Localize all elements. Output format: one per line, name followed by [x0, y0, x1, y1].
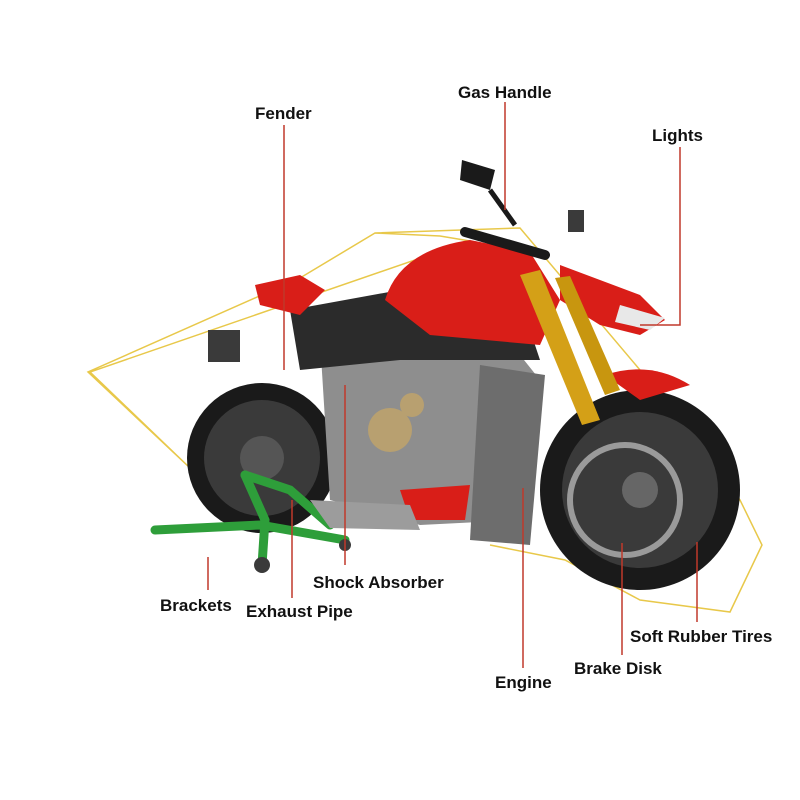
stand-wheel	[254, 557, 270, 573]
fender-label: Fender	[255, 104, 312, 123]
mirror	[460, 160, 495, 190]
mirror-stem	[487, 188, 518, 227]
gas-handle-label: Gas Handle	[458, 83, 552, 102]
engine-cover	[400, 393, 424, 417]
front-wheel	[540, 390, 740, 590]
brake-disk-label: Brake Disk	[574, 659, 662, 678]
exhaust-pipe-label: Exhaust Pipe	[246, 602, 353, 621]
headlight	[615, 305, 665, 330]
exhaust	[310, 500, 420, 530]
right-mirror	[568, 210, 584, 232]
engine-cover	[368, 408, 412, 452]
fuel-tank	[385, 240, 560, 345]
leader-lines	[207, 102, 698, 668]
front-fork	[520, 270, 600, 425]
license-plate	[208, 330, 240, 362]
brackets-label: Brackets	[160, 596, 232, 615]
radiator	[470, 365, 545, 545]
engine-label: Engine	[495, 673, 552, 692]
front-fork	[555, 276, 620, 395]
leader-lights	[640, 147, 681, 326]
lights-label: Lights	[652, 126, 703, 145]
handlebar	[460, 227, 550, 260]
tail-section	[255, 275, 325, 315]
belly-pan	[400, 485, 470, 520]
front-fender	[605, 369, 690, 400]
soft-rubber-tires-label: Soft Rubber Tires	[630, 627, 773, 646]
rear-stand	[150, 470, 350, 570]
shock-absorber-label: Shock Absorber	[313, 573, 444, 592]
